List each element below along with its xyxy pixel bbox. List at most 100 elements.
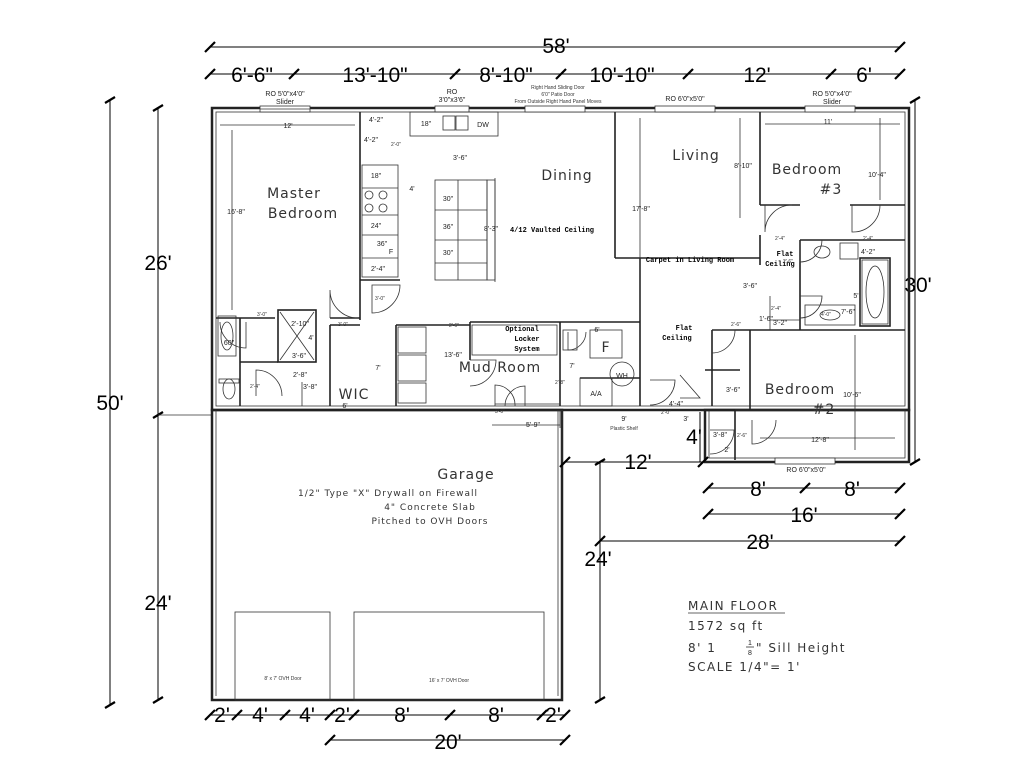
flat-ceiling-note-2: Flat (676, 325, 693, 333)
patio-door-label: Right Hand Sliding Door (531, 85, 585, 91)
dim-master-depth: 16'-8" (227, 209, 245, 216)
dim-bed3-depth: 10'-4" (868, 172, 886, 179)
flat-ceiling-note-1: Flat (777, 251, 794, 259)
room-bedroom-2-number: #2 (813, 402, 836, 418)
bottom-total: 20' (434, 731, 461, 754)
dim-d24c: 2'-4" (771, 306, 781, 312)
dim-living-width: 8'-10" (734, 163, 752, 170)
doors (219, 204, 881, 455)
dim-shower-depth: 4' (308, 335, 313, 342)
dim-d26b: 2'-6" (731, 322, 741, 328)
flat-ceiling-note-2b: Ceiling (662, 335, 691, 343)
room-dining: Dining (541, 168, 592, 184)
dim-right-12: 12' (624, 451, 651, 474)
dim-right-4: 4' (686, 426, 702, 449)
ovh-door-2-label: 16' x 7' OVH Door (429, 678, 469, 684)
dim-bath2-tub: 5' (853, 293, 858, 300)
bottom-dim-4: 2' (334, 704, 350, 727)
fixtures (217, 111, 900, 450)
window-2-size: 3'0"x3'6" (439, 97, 466, 104)
small-dimension-labels: 12' 16'-8" 4'-2" 4'-2" 2'-0" 18" DW 3'-6… (224, 117, 887, 454)
locker-note-1: Optional (505, 326, 539, 334)
dim-bed3-width: 11' (824, 119, 833, 126)
dim-bed2-width: 12'-8" (811, 437, 829, 444)
dim-d9: 9' (621, 416, 626, 423)
window-4-label: RO 6'0"x5'0" (665, 96, 705, 103)
dim-master-width: 12' (283, 123, 292, 130)
dim-bed2-depth: 10'-6" (843, 392, 861, 399)
dim-bath2-width: 7'-6" (841, 309, 855, 316)
dim-d24a: 2'-4" (775, 236, 785, 242)
top-dim-4: 10'-10" (589, 64, 654, 87)
vaulted-ceiling-note: 4/12 Vaulted Ceiling (510, 227, 594, 235)
bottom-dim-7: 2' (545, 704, 561, 727)
room-garage: Garage (437, 467, 494, 483)
dim-vanity: 4'-0" (821, 312, 831, 318)
top-dimensions: 58' 6'-6" 13'-10" 8'-10" 10'-10" 12' 6' (204, 35, 906, 87)
info-block: MAIN FLOOR 1572 sq ft 8' 1 1 8 " Sill He… (688, 599, 844, 674)
carpet-note: Carpet in Living Room (646, 257, 734, 265)
dim-k30a: 30" (443, 196, 454, 203)
dim-right-28: 28' (746, 531, 773, 554)
top-dim-5: 12' (743, 64, 770, 87)
dim-shower: 2'-10" (291, 321, 309, 328)
room-bedroom-3-number: #3 (820, 182, 843, 198)
dim-wc-depth: 3'-8" (303, 384, 317, 391)
info-scale: SCALE 1/4"= 1' (688, 660, 801, 674)
dim-d26a: 2'-6" (449, 323, 459, 329)
ovh-door-1-label: 8' x 7' OVH Door (264, 676, 302, 682)
upper-depth-label: 26' (144, 252, 171, 275)
dim-right-8a: 8' (750, 478, 766, 501)
dim-linen: 1'-6" (759, 316, 773, 323)
dim-shower-door: 3'-6" (292, 353, 306, 360)
dim-k24b: 2'-4" (371, 266, 385, 273)
room-living: Living (672, 148, 720, 164)
dim-d3: 3' (683, 416, 688, 423)
air-handler-label: A/A (590, 391, 602, 398)
dim-mud-width: 13'-6" (444, 352, 462, 359)
dim-d26c: 2'-6" (783, 259, 793, 265)
dim-k30b: 30" (443, 250, 454, 257)
dim-k36b: 36" (377, 241, 388, 248)
dim-closet-door: 2'-0" (391, 142, 401, 148)
dishwasher-label: DW (477, 122, 489, 129)
dim-k36: 3'-6" (453, 155, 467, 162)
dim-right-24: 24' (584, 548, 611, 571)
dim-d2: 2' (724, 447, 729, 454)
house-depth-label: 30' (904, 274, 931, 297)
window-2-label: RO (447, 89, 458, 96)
dim-d20b: 2'-0" (661, 410, 671, 416)
bottom-dim-6: 8' (488, 704, 504, 727)
dim-entry-door: 3'-0" (495, 409, 505, 415)
dim-closet-1: 4'-2" (369, 117, 383, 124)
dim-door-a: 3'-0" (375, 296, 385, 302)
top-dim-2: 13'-10" (342, 64, 407, 87)
bottom-dim-1: 2' (214, 704, 230, 727)
room-master-bedroom: Bedroom (268, 206, 338, 222)
room-bedroom-3: Bedroom (772, 162, 842, 178)
dim-mud-door: 2'-8" (555, 380, 565, 386)
windows: RO 5'0"x4'0" Slider RO 3'0"x3'6" Right H… (259, 85, 856, 474)
right-dimensions: 30' (904, 96, 932, 466)
locker-note-2: Locker (514, 336, 539, 344)
dim-wic-width: 6' (342, 403, 347, 410)
water-heater-label: WH (616, 373, 628, 380)
plan-notes: 4/12 Vaulted Ceiling Carpet in Living Ro… (298, 227, 795, 527)
dim-closet-4: 3'-6" (726, 387, 740, 394)
info-sill-denominator: 8 (748, 650, 752, 657)
top-dim-1: 6'-6" (231, 64, 273, 87)
drywall-note: 1/2" Type "X" Drywall on Firewall (298, 489, 478, 499)
top-dim-6: 6' (856, 64, 872, 87)
room-wic: WIC (339, 387, 370, 403)
left-dimensions: 50' 26' 24' (96, 96, 212, 709)
dim-right-16: 16' (790, 504, 817, 527)
dim-d24b: 2'-4" (863, 236, 873, 242)
room-master: Master (267, 186, 321, 202)
dim-k4: 4' (409, 186, 414, 193)
slab-note: 4" Concrete Slab (384, 503, 476, 513)
dim-k24: 24" (371, 223, 382, 230)
window-6-label: RO 6'0"x5'0" (786, 467, 826, 474)
info-sill-prefix: 8' 1 (688, 641, 716, 655)
bottom-dim-5: 8' (394, 704, 410, 727)
